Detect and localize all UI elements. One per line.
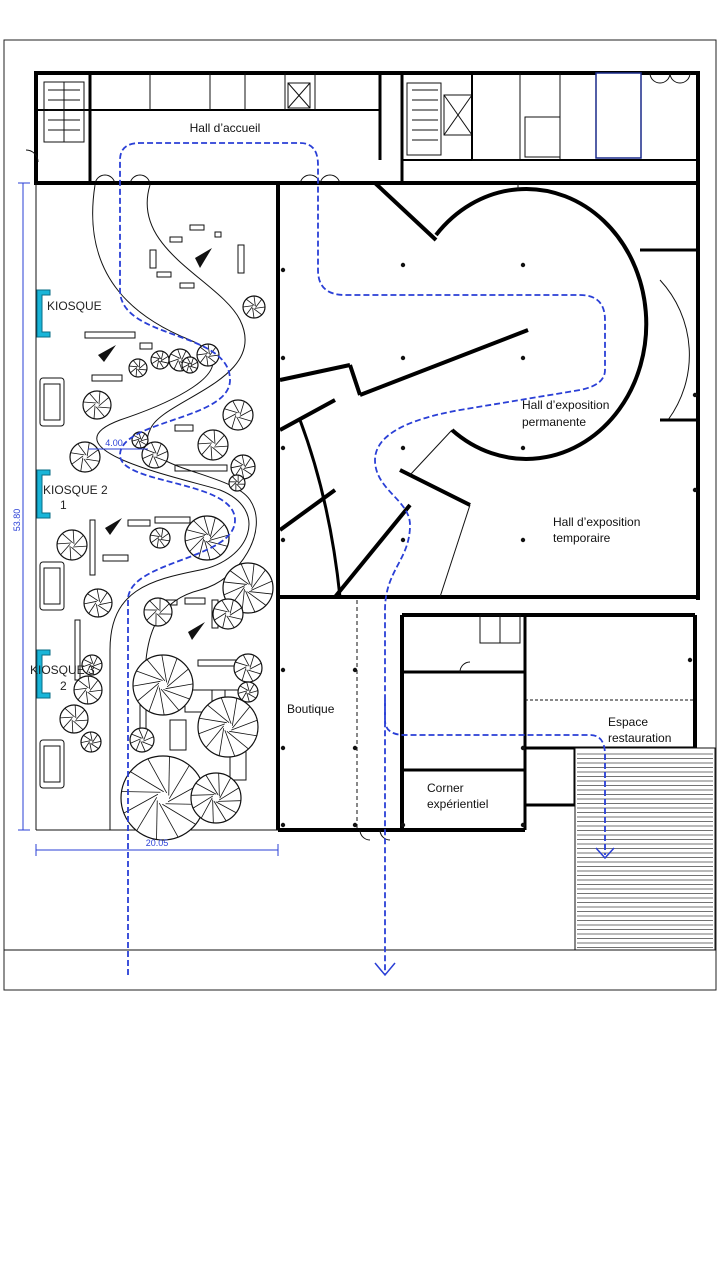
label-corner-1: Corner	[427, 781, 464, 795]
tree-icon	[196, 343, 220, 367]
label-hall-temporaire-2: temporaire	[553, 531, 611, 545]
dimension-height-label: 53.80	[12, 509, 22, 532]
dimension-path-width-label: 4.00	[105, 438, 123, 448]
label-kiosque-2-sub: 1	[60, 498, 67, 512]
tree-icon	[181, 356, 199, 374]
tree-icon	[80, 731, 102, 753]
column-dot	[352, 745, 358, 751]
tree-icon	[132, 654, 194, 716]
column-dot	[692, 487, 698, 493]
column-dot	[280, 355, 286, 361]
tree-icon	[81, 654, 103, 676]
column-dot	[687, 657, 693, 663]
tree-icon	[129, 727, 155, 753]
label-restauration-1: Espace	[608, 715, 648, 729]
terrace-hatch	[574, 747, 716, 951]
label-restauration-2: restauration	[608, 731, 671, 745]
tree-icon	[228, 474, 246, 492]
label-kiosque-2: KIOSQUE 2	[43, 483, 108, 497]
tree-icon	[82, 390, 112, 420]
kiosk-1	[36, 289, 51, 338]
column-dot	[280, 267, 286, 273]
tree-icon	[69, 441, 101, 473]
column-dot	[400, 537, 406, 543]
restaurant-arrow-icon	[595, 847, 615, 860]
tree-icon	[197, 429, 229, 461]
tree-icon	[83, 588, 113, 618]
tree-icon	[56, 529, 88, 561]
tree-icon	[222, 399, 254, 431]
column-dot	[692, 392, 698, 398]
tree-icon	[212, 598, 244, 630]
label-hall-permanente-1: Hall d’exposition	[522, 398, 609, 412]
column-dot	[280, 667, 286, 673]
visitor-circulation-path	[119, 142, 606, 975]
exit-arrow-icon	[374, 962, 396, 977]
column-dot	[520, 445, 526, 451]
label-boutique: Boutique	[287, 702, 335, 716]
column-dot	[520, 537, 526, 543]
label-hall-permanente-2: permanente	[522, 415, 586, 429]
column-dot	[400, 822, 406, 828]
tree-icon	[197, 696, 259, 758]
kiosk-3	[36, 649, 51, 699]
column-dot	[352, 667, 358, 673]
tree-icon	[190, 772, 242, 824]
column-dot	[520, 262, 526, 268]
column-dot	[400, 355, 406, 361]
garden-trees	[56, 295, 274, 841]
dimension-width	[35, 844, 279, 856]
tree-icon	[242, 295, 266, 319]
dimension-width-label: 20.05	[146, 838, 169, 848]
bottom-rooms	[278, 600, 697, 841]
label-hall-accueil: Hall d’accueil	[190, 121, 261, 135]
tree-icon	[73, 675, 103, 705]
label-kiosque-3: KIOSQUE 3	[30, 663, 95, 677]
label-corner-2: expérientiel	[427, 797, 488, 811]
tree-icon	[128, 358, 148, 378]
tree-icon	[150, 350, 170, 370]
kiosk-2	[36, 469, 51, 519]
column-dot	[520, 355, 526, 361]
exhibition-walls	[36, 181, 700, 830]
column-dot	[520, 822, 526, 828]
tree-icon	[59, 704, 89, 734]
tree-icon	[184, 515, 230, 561]
column-dot	[520, 745, 526, 751]
column-dot	[400, 445, 406, 451]
tree-icon	[149, 527, 171, 549]
column-dot	[280, 445, 286, 451]
label-kiosque-1: KIOSQUE	[47, 299, 102, 313]
tree-icon	[237, 681, 259, 703]
column-dot	[280, 745, 286, 751]
column-dot	[280, 537, 286, 543]
tree-icon	[141, 441, 169, 469]
tree-icon	[120, 755, 206, 841]
tree-icon	[131, 431, 149, 449]
column-dot	[400, 262, 406, 268]
tree-icon	[143, 597, 173, 627]
column-dot	[280, 822, 286, 828]
label-hall-temporaire-1: Hall d’exposition	[553, 515, 640, 529]
dimension-height	[18, 182, 30, 831]
structural-columns	[280, 262, 698, 828]
column-dot	[352, 822, 358, 828]
label-kiosque-3-sub: 2	[60, 679, 67, 693]
tree-icon	[233, 653, 263, 683]
